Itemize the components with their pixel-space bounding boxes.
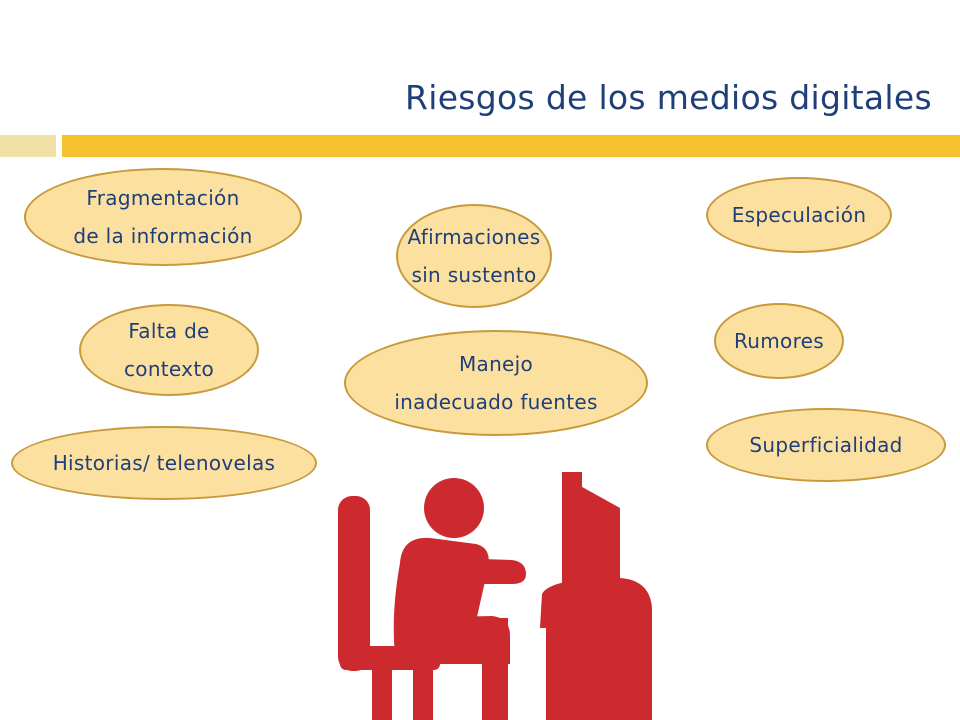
page-title: Riesgos de los medios digitales <box>405 78 932 117</box>
title-accent-bar-light <box>0 135 56 157</box>
title-accent-bar <box>62 135 960 157</box>
bubble-afirmaciones: Afirmaciones sin sustento <box>396 204 552 308</box>
bubble-manejo-fuentes: Manejo inadecuado fuentes <box>344 330 648 436</box>
bubble-especulacion: Especulación <box>706 177 892 253</box>
bubble-historias: Historias/ telenovelas <box>11 426 317 500</box>
bubble-rumores: Rumores <box>714 303 844 379</box>
person-at-computer-icon <box>338 472 652 720</box>
bubble-falta-contexto: Falta de contexto <box>79 304 259 396</box>
person-at-computer-icon-shapes <box>338 472 652 720</box>
bubble-superficialidad: Superficialidad <box>706 408 946 482</box>
bubble-fragmentacion: Fragmentación de la información <box>24 168 302 266</box>
